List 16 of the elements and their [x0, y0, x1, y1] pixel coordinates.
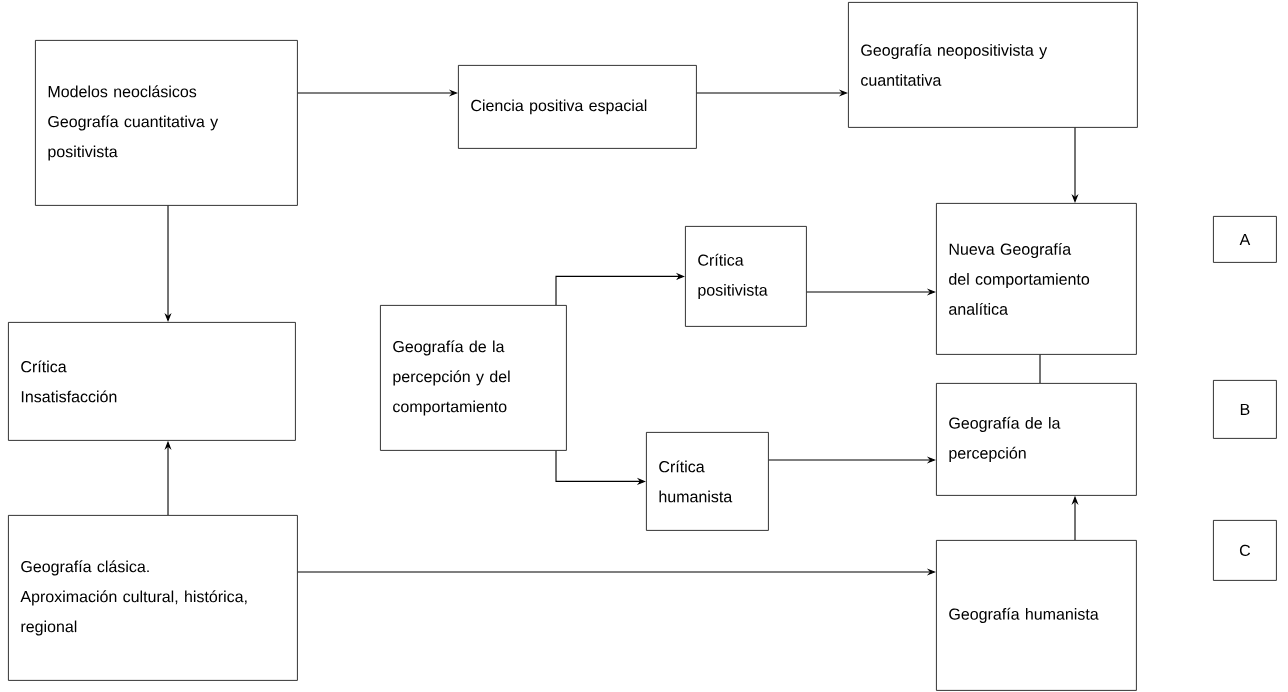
text-box: Geografía de la percepción	[936, 383, 1137, 496]
text-box: Geografía clásica. Aproximación cultural, histórica, regional	[8, 515, 298, 681]
letter-box: B	[1213, 380, 1277, 439]
text-box: Ciencia positiva espacial	[458, 65, 697, 149]
text-box: Crítica positivista	[685, 226, 807, 327]
arrow	[555, 450, 646, 485]
text-box: Geografía neopositivista y cuantitativa	[848, 2, 1138, 128]
text-box: Crítica humanista	[646, 432, 769, 531]
letter-box: C	[1213, 520, 1277, 581]
letter-box: A	[1213, 216, 1277, 263]
arrow	[555, 272, 685, 306]
text-box: Crítica Insatisfacción	[8, 322, 296, 441]
text-box: Geografía de la percepción y del comportamiento	[380, 305, 567, 451]
text-box: Geografía humanista	[936, 540, 1137, 691]
text-box: Nueva Geografía del comportamiento analítica	[936, 203, 1137, 355]
text-box: Modelos neoclásicos Geografía cuantitativa y positivista	[35, 40, 298, 206]
